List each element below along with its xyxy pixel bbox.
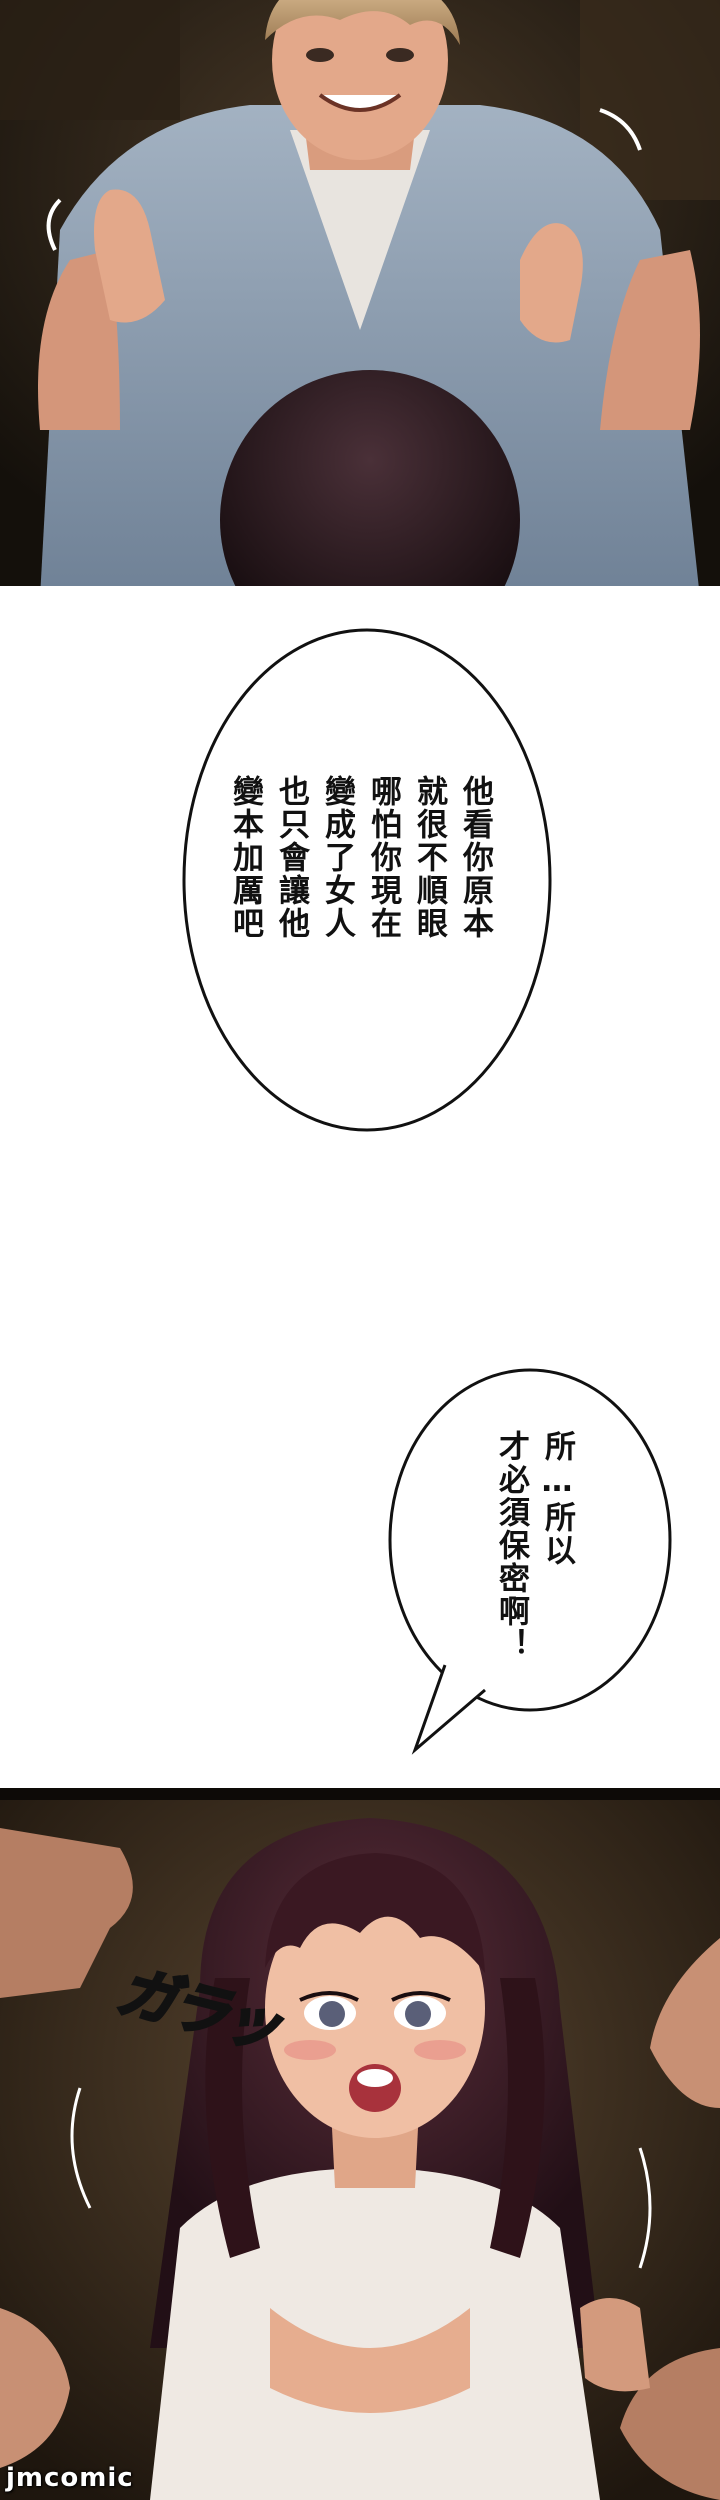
bubble1-line: 變本加厲吧 — [227, 775, 263, 940]
bubble2-line: 所…所以 — [539, 1430, 575, 1567]
bubble1-line: 他看你原本 — [457, 775, 493, 940]
comic-panel-bottom — [0, 1788, 720, 2500]
speech-bubble-2-text: 所…所以 才必須保密啊！ — [488, 1430, 580, 1661]
speech-bubble-2 — [388, 1368, 672, 1755]
startled-woman-illustration-icon — [0, 1788, 720, 2500]
watermark-logo: jmcomic — [6, 2463, 134, 2493]
bubble1-line: 也只會讓他 — [273, 775, 309, 940]
bubble2-line: 才必須保密啊！ — [493, 1430, 529, 1661]
bubble1-line: 哪怕你現在 — [365, 775, 401, 940]
comic-panel-top — [0, 0, 720, 598]
speech-bubble-1-text: 他看你原本 就很不順眼 哪怕你現在 變成了女人 也只會讓他 變本加厲吧 — [222, 775, 498, 940]
man-with-woman-illustration-icon — [0, 0, 720, 598]
speech-bubble-1 — [182, 628, 552, 1132]
bubble1-line: 就很不順眼 — [411, 775, 447, 940]
bubble1-line: 變成了女人 — [319, 775, 355, 940]
